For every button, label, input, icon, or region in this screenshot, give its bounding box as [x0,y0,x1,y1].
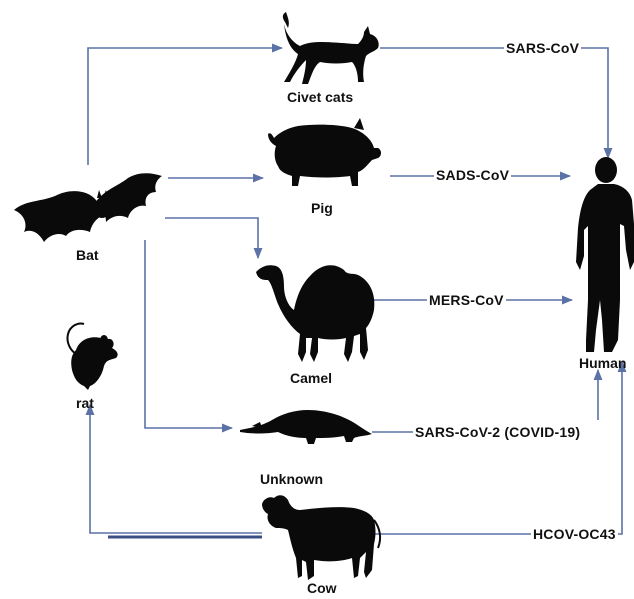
camel-label: Camel [290,370,333,386]
pig-label: Pig [311,200,333,216]
human-icon [576,157,634,352]
pangolin-icon [240,410,372,444]
virus-label-sads-cov: SADS-CoV [434,167,512,183]
virus-label-sars-cov: SARS-CoV [504,40,582,56]
civet-cat-icon [282,12,379,84]
arrow-cow-to-human [372,360,627,535]
virus-label-hcov-oc43: HCOV-OC43 [531,526,618,542]
rat-icon [66,322,118,390]
unknown-label: Unknown [260,471,323,487]
arrow-civet-to-human [380,47,613,160]
arrow-cow-to-rat [85,403,262,534]
civet-cats-label: Civet cats [287,89,354,105]
virus-label-sars-cov-2: SARS-CoV-2 (COVID-19) [413,424,583,440]
virus-label-mers-cov: MERS-CoV [427,292,506,308]
arrow-bat-to-civet [87,43,284,165]
human-label: Human [579,355,627,371]
cow-icon [262,495,382,580]
bat-label: Bat [76,247,99,263]
pig-icon [268,118,381,186]
rat-label: rat [76,395,94,411]
cow-label: Cow [307,580,337,596]
arrow-bat-to-pangolin [144,240,234,433]
camel-icon [256,265,375,362]
bat-icon [14,173,162,242]
arrow-bat-to-camel [165,217,263,260]
